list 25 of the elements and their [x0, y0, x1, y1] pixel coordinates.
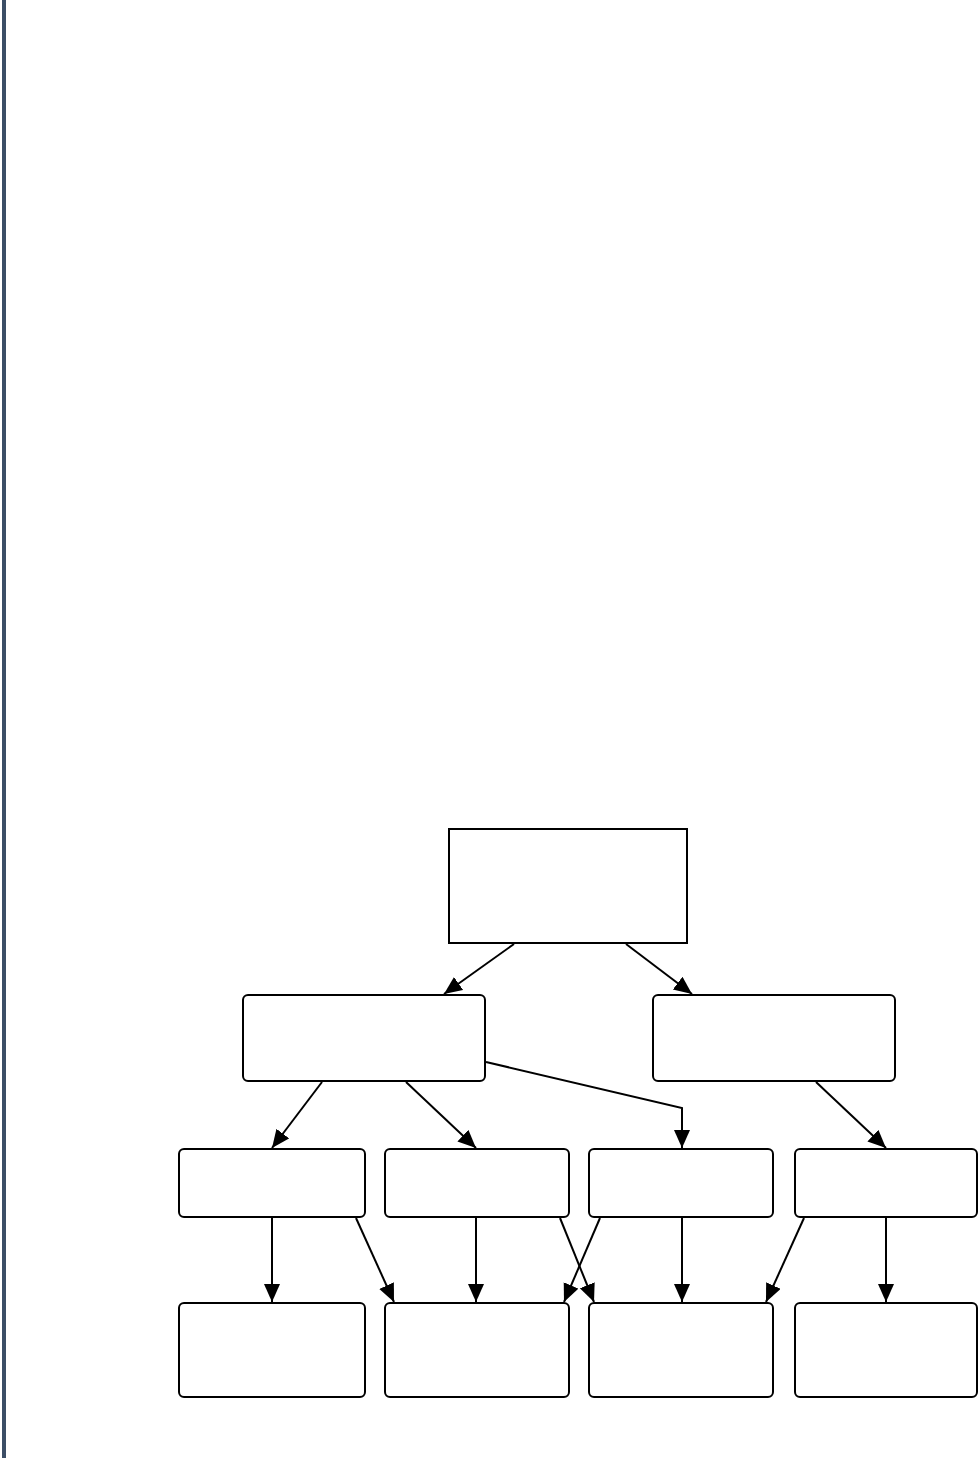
empty-box: [794, 1302, 978, 1398]
empty-box: [384, 1148, 570, 1218]
arrow: [625, 943, 693, 995]
arrow: [264, 1217, 280, 1303]
empty-box: [588, 1148, 774, 1218]
arrow: [355, 1217, 395, 1303]
arrow: [443, 943, 515, 995]
arrow: [563, 1217, 601, 1303]
arrow: [674, 1217, 690, 1303]
arrow: [485, 1061, 690, 1149]
arrow: [815, 1081, 887, 1149]
empty-box: [448, 828, 688, 944]
empty-box: [242, 994, 486, 1082]
arrow: [405, 1081, 477, 1149]
arrow: [468, 1217, 484, 1303]
empty-box: [652, 994, 896, 1082]
empty-box: [384, 1302, 570, 1398]
empty-box: [178, 1302, 366, 1398]
arrow: [878, 1217, 894, 1303]
arrow: [765, 1217, 805, 1303]
arrow: [271, 1081, 323, 1149]
empty-box: [588, 1302, 774, 1398]
arrow: [559, 1217, 595, 1303]
empty-box: [178, 1148, 366, 1218]
empty-box: [794, 1148, 978, 1218]
